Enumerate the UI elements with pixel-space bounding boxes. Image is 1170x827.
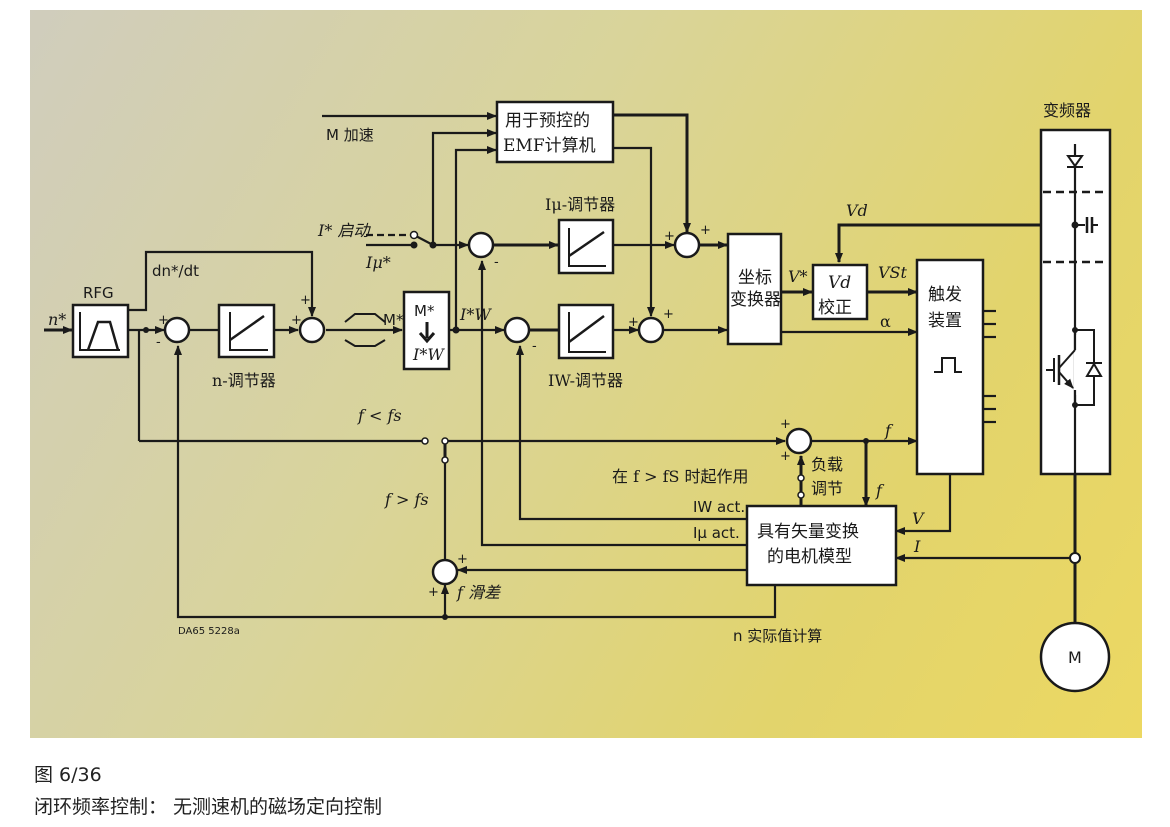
rfg-block: RFG (71, 284, 130, 359)
svg-text:+: + (664, 229, 675, 244)
i-label: I (913, 537, 921, 556)
f-label: f (884, 421, 894, 440)
alpha-label: α (880, 312, 891, 331)
v-label: V (912, 509, 925, 528)
svg-text:+: + (300, 293, 311, 308)
emf-line2: EMF计算机 (503, 136, 596, 156)
emf-line1: 用于预控的 (505, 111, 590, 131)
summing-junction-voltage-q (637, 316, 665, 344)
iw-star-label: I*W (459, 305, 492, 324)
load-adjust-label-1: 负载 (811, 455, 843, 474)
wire-emf2 (613, 146, 655, 317)
capacitor-icon (1075, 217, 1098, 233)
svg-text:-: - (532, 339, 537, 354)
wire-emf1 (613, 113, 691, 233)
load-adjust-label-2: 调节 (811, 479, 843, 498)
n-controller-label: n-调节器 (212, 371, 276, 390)
trigger-device-block: 触发 装置 (915, 258, 996, 476)
i-start-label: I* 启动 (317, 221, 371, 240)
n-star-label: n* (48, 310, 66, 329)
v-star-label: V* (788, 267, 808, 286)
wire-iwact (516, 345, 747, 521)
motor-label: M (1068, 648, 1082, 667)
wire-n-actual (174, 345, 777, 619)
torque-to-current-block: M* I*W (402, 290, 451, 371)
wire-imu-emf (431, 129, 497, 245)
svg-text:-: - (494, 255, 499, 270)
imu-controller-label: Iμ-调节器 (545, 195, 615, 214)
vd-corr-line1: Vd (828, 273, 851, 293)
junctions (143, 230, 1081, 620)
dn-dt-label: dn*/dt (152, 262, 199, 280)
drawing-id: DA65 5228a (178, 626, 240, 637)
svg-text:-: - (156, 335, 161, 350)
vd-corr-line2: 校正 (818, 298, 852, 318)
wire-iwstar-emf (454, 146, 497, 330)
iw-controller-block: IW-调节器 (548, 303, 623, 390)
svg-text:+: + (700, 223, 711, 238)
summing-junction-torque (298, 316, 326, 344)
inverter-label: 变频器 (1043, 101, 1091, 120)
wire-imuact (478, 260, 747, 547)
svg-text:+: + (663, 307, 674, 322)
figure-number: 图 6/36 (34, 764, 102, 786)
svg-text:+: + (628, 315, 639, 330)
svg-text:+: + (291, 313, 302, 328)
summing-junction-voltage-d (673, 231, 701, 259)
emf-calculator-block: 用于预控的 EMF计算机 (495, 100, 615, 164)
coord-line1: 坐标 (738, 268, 772, 288)
svg-text:+: + (158, 313, 169, 328)
wire-v (895, 474, 952, 535)
iw-act-label: IW act. (693, 498, 745, 516)
figure-title: 闭环频率控制： 无测速机的磁场定向控制 (34, 796, 383, 818)
pulse-icon (934, 357, 962, 373)
summing-junction-imu (467, 231, 495, 259)
summing-junction-iw (503, 316, 531, 344)
n-controller-block: n-调节器 (212, 303, 276, 390)
f-slip-label: f 滑差 (456, 583, 502, 602)
svg-text:+: + (780, 449, 791, 464)
f-lt-fs-label: f < fs (357, 406, 402, 425)
imu-act-label: Iμ act. (693, 524, 740, 542)
motor-model-line2: 的电机模型 (767, 547, 852, 567)
vst-label: VSt (878, 263, 908, 282)
summing-junction-slip (431, 558, 459, 586)
wires (44, 112, 1077, 626)
trigger-line1: 触发 (928, 285, 962, 305)
trigger-line2: 装置 (928, 311, 962, 331)
m-to-iw-bottom: I*W (412, 345, 445, 364)
rfg-label: RFG (83, 284, 114, 302)
m-accel-label: M 加速 (326, 126, 374, 144)
svg-text:+: + (457, 552, 468, 567)
vd-correction-block: Vd 校正 (811, 263, 869, 321)
active-when-label: 在 f > fS 时起作用 (612, 467, 749, 486)
rectifier-diode-icon (1066, 155, 1084, 168)
summing-junction-frequency (785, 427, 813, 455)
motor-model-block: 具有矢量变换 的电机模型 (745, 504, 898, 587)
iw-controller-label: IW-调节器 (548, 371, 623, 390)
m-star-label: M* (383, 311, 404, 329)
f-gt-fs-label: f > fs (384, 490, 429, 509)
igbt-icon (1046, 330, 1078, 405)
freewheel-diode-icon (1072, 327, 1103, 408)
wire-dndt (128, 250, 316, 317)
coord-line2: 变换器 (730, 290, 781, 310)
svg-text:+: + (428, 585, 439, 600)
wire-vd (835, 223, 1075, 263)
motor-model-line1: 具有矢量变换 (757, 522, 859, 542)
f-model-label: f (875, 481, 885, 500)
summing-junction-speed (163, 316, 191, 344)
imu-controller-block: Iμ-调节器 (545, 195, 615, 275)
n-actual-label: n 实际值计算 (733, 627, 822, 645)
m-to-iw-top: M* (414, 302, 435, 320)
inverter-block: 变频器 (1039, 101, 1112, 476)
limiter-icon (344, 313, 386, 347)
motor: M (1039, 621, 1111, 693)
vd-label: Vd (846, 201, 868, 220)
svg-text:+: + (780, 417, 791, 432)
coordinate-transformer-block: 坐标 变换器 (726, 232, 783, 346)
i-mu-star-label: Iμ* (365, 253, 391, 272)
